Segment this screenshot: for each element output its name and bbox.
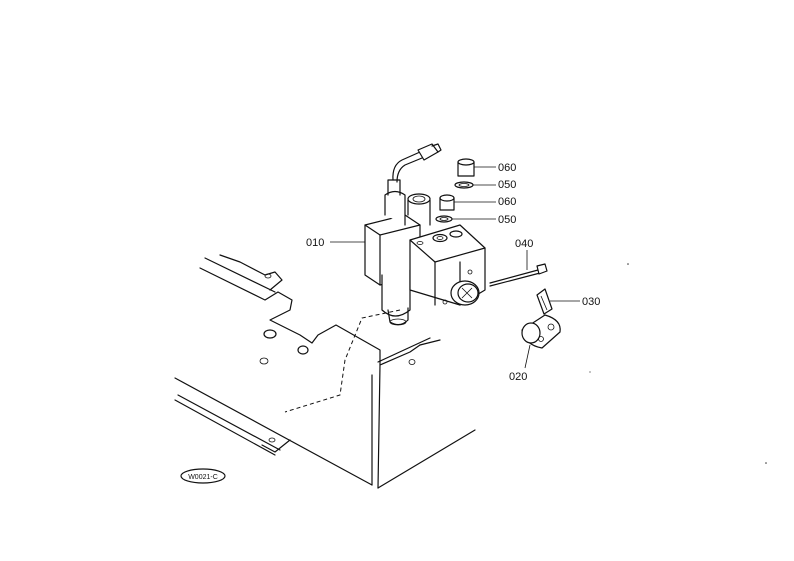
routing-line bbox=[284, 309, 401, 413]
figure-code-stamp: W0021-C bbox=[180, 468, 226, 484]
part-labels: 010 060 050 060 050 040 030 020 bbox=[306, 162, 600, 383]
figure-code: W0021-C bbox=[188, 474, 218, 481]
part-label-010: 010 bbox=[306, 237, 324, 249]
scan-specks bbox=[589, 263, 767, 464]
part-label-050-upper: 050 bbox=[498, 179, 516, 191]
bolt-040 bbox=[489, 263, 548, 287]
part-label-050-lower: 050 bbox=[498, 214, 516, 226]
part-label-060-lower: 060 bbox=[498, 196, 516, 208]
frame-plate bbox=[174, 254, 476, 489]
valve-assembly bbox=[364, 143, 486, 326]
part-label-060-upper: 060 bbox=[498, 162, 516, 174]
part-label-040: 040 bbox=[515, 238, 533, 250]
clevis-020 bbox=[521, 314, 561, 349]
pin-030 bbox=[536, 288, 553, 315]
upper-fittings bbox=[435, 158, 475, 223]
part-label-030: 030 bbox=[582, 296, 600, 308]
leader-lines bbox=[330, 166, 580, 369]
part-label-020: 020 bbox=[509, 371, 527, 383]
